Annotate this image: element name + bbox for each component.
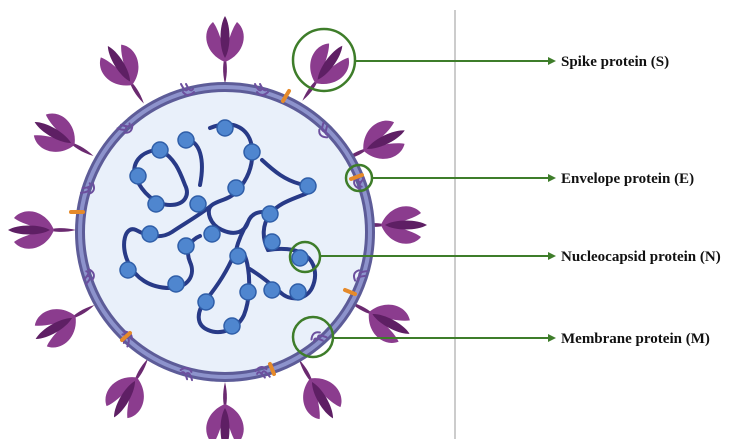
label-membrane-protein: Membrane protein (M) (561, 331, 710, 347)
label-spike-protein: Spike protein (S) (561, 54, 669, 70)
label-nucleocapsid-protein: Nucleocapsid protein (N) (561, 249, 721, 265)
callout-envelope (346, 165, 556, 191)
label-envelope-protein: Envelope protein (E) (561, 171, 694, 187)
